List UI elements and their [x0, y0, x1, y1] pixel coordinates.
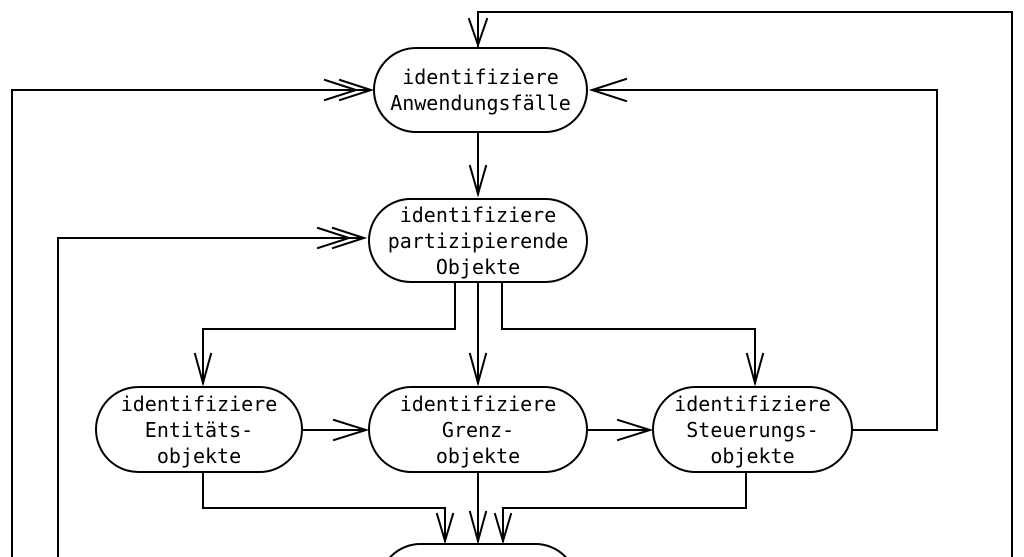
edge-entitaets-to-bottom: [202, 472, 446, 542]
node-label: identifiziere partizipierende Objekte: [387, 202, 569, 279]
arrowhead-into-bottom-center: [468, 510, 488, 545]
arrowhead-into-entitaets-top: [193, 352, 213, 387]
arrowhead-into-steuerungs-top: [745, 352, 765, 387]
edge-partizipierende-to-entitaets: [202, 282, 456, 384]
node-bottom-cut-off: [378, 543, 578, 557]
node-identifiziere-grenzobjekte: identifiziere Grenz- objekte: [368, 386, 588, 473]
edge-steuerungs-to-anwendungsfaelle: [593, 89, 938, 431]
arrowhead-into-partizipierende-left-1: [331, 226, 368, 250]
node-identifiziere-partizipierende-objekte: identifiziere partizipierende Objekte: [368, 198, 588, 283]
node-label: identifiziere Grenz- objekte: [399, 391, 557, 468]
edge-left-feedback-a-line: [11, 89, 370, 557]
edge-top-feedback-line: [477, 11, 1013, 557]
node-label: identifiziere Steuerungs- objekte: [674, 391, 831, 468]
arrowhead-into-anwendungsfaelle-left-2: [323, 78, 360, 102]
node-identifiziere-entitaetsobjekte: identifiziere Entitäts- objekte: [95, 386, 303, 473]
arrowhead-into-anwendungsfaelle-right: [588, 77, 628, 103]
arrowhead-into-grenz-left: [332, 418, 370, 442]
arrowhead-into-partizipierende-top: [468, 164, 488, 198]
edge-steuerungs-to-bottom: [502, 472, 747, 542]
arrowhead-into-grenz-top: [468, 352, 488, 387]
node-label: identifiziere Anwendungsfälle: [390, 65, 571, 115]
node-identifiziere-steuerungsobjekte: identifiziere Steuerungs- objekte: [652, 386, 853, 473]
arrowhead-into-bottom-right: [493, 512, 513, 545]
edge-left-feedback-b-line: [57, 237, 363, 557]
node-identifiziere-anwendungsfaelle: identifiziere Anwendungsfälle: [373, 47, 588, 133]
edge-partizipierende-to-steuerungs: [501, 282, 756, 384]
arrowhead-into-partizipierende-left-2: [316, 226, 353, 250]
node-label: identifiziere Entitäts- objekte: [120, 391, 278, 468]
arrowhead-into-anwendungsfaelle-top: [467, 17, 489, 49]
arrowhead-into-bottom-left: [435, 512, 455, 545]
arrowhead-into-anwendungsfaelle-left-1: [338, 78, 375, 102]
arrowhead-into-steuerungs-left: [616, 418, 654, 442]
